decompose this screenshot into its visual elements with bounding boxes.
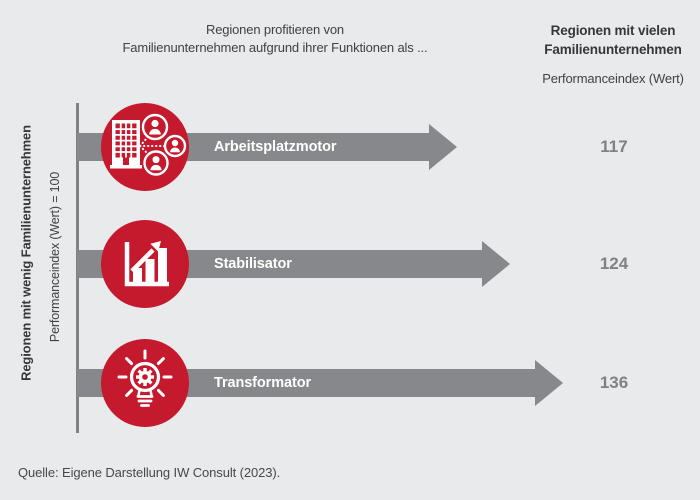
person-badge bbox=[163, 134, 187, 158]
bar-chart-growth-icon bbox=[101, 220, 189, 308]
function-label: Transformator bbox=[214, 375, 311, 391]
source-note: Quelle: Eigene Darstellung IW Consult (2… bbox=[18, 465, 281, 480]
left-axis-subtitle: Performanceindex (Wert) = 100 bbox=[48, 171, 62, 343]
chart-title-line1: Regionen profitieren von bbox=[205, 22, 345, 37]
performance-value: 124 bbox=[599, 254, 629, 273]
person-badge bbox=[141, 113, 169, 141]
function-label: Stabilisator bbox=[214, 256, 292, 272]
growth-arrow-head bbox=[535, 360, 563, 406]
growth-arrow-head bbox=[482, 241, 510, 287]
right-column-header: Regionen mit vielen Familienunternehmen bbox=[523, 21, 700, 59]
light-rays bbox=[117, 349, 173, 397]
performance-value: 136 bbox=[599, 373, 629, 392]
right-column-header-line1: Regionen mit vielen bbox=[550, 23, 676, 38]
growth-arrow-head bbox=[429, 124, 457, 170]
building-people-icon-svg bbox=[110, 113, 187, 176]
lightbulb-gear-icon bbox=[101, 339, 189, 427]
function-label: Arbeitsplatzmotor bbox=[214, 139, 337, 155]
bulb-base bbox=[136, 395, 154, 407]
building-people-icon bbox=[101, 103, 189, 191]
right-column-header-line2: Familienunternehmen bbox=[544, 42, 682, 57]
bar-chart-growth-icon-svg bbox=[124, 241, 169, 287]
person-badge bbox=[143, 150, 169, 176]
chart-title-line2: Familienunternehmen aufgrund ihrer Funkt… bbox=[122, 40, 428, 55]
right-column-subheader: Performanceindex (Wert) bbox=[542, 71, 684, 86]
performance-value: 117 bbox=[600, 137, 628, 156]
chart-title: Regionen profitieren von Familienunterne… bbox=[95, 21, 455, 57]
lightbulb-gear-icon-svg bbox=[117, 349, 173, 407]
left-axis-title: Regionen mit wenig Familienunternehmen bbox=[18, 125, 34, 381]
